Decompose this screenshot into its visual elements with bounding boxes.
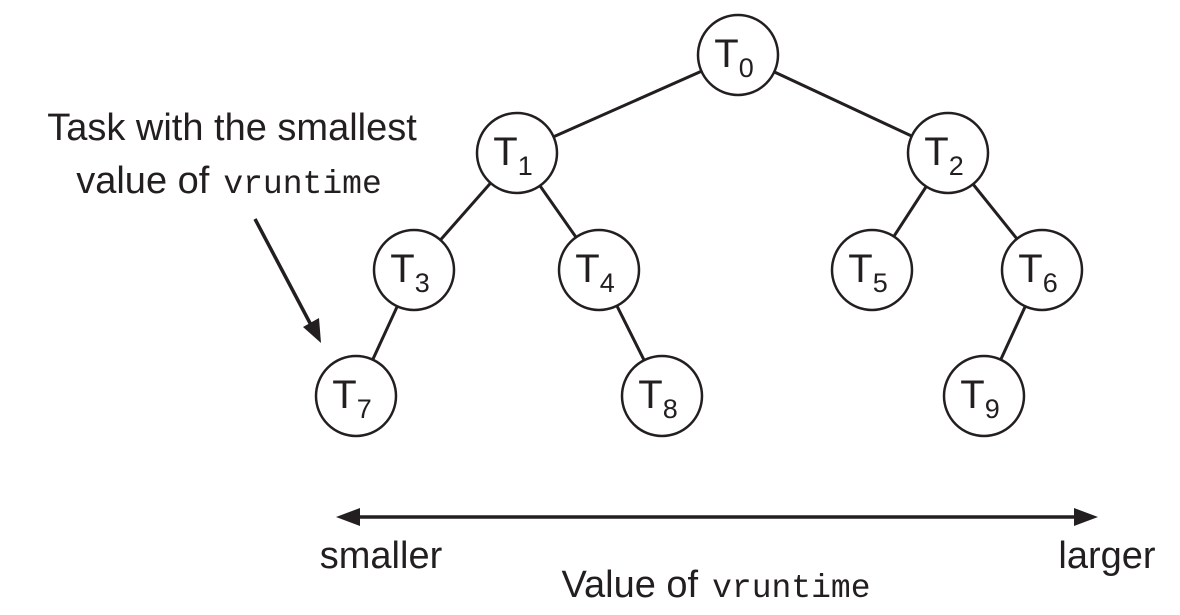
node-letter: T [1018, 247, 1042, 291]
node-label: T1 [493, 130, 532, 181]
node-t9: T9 [942, 354, 1026, 438]
node-letter: T [493, 130, 517, 174]
node-label: T8 [638, 373, 677, 424]
node-label: T9 [960, 373, 999, 424]
smallest-task-callout: Task with the smallest value of vruntime [47, 107, 417, 203]
node-circle [906, 111, 990, 195]
node-subscript: 8 [663, 394, 678, 424]
node-label: T4 [575, 247, 614, 298]
callout-line-2: value of vruntime [76, 160, 382, 203]
node-subscript: 9 [985, 394, 1000, 424]
node-letter: T [638, 373, 662, 417]
node-label: T7 [332, 373, 371, 424]
node-t5: T5 [830, 228, 914, 312]
callout-line-2-code: vruntime [223, 166, 381, 203]
node-letter: T [390, 247, 414, 291]
vruntime-axis [336, 508, 1098, 526]
node-t1: T1 [475, 111, 559, 195]
axis-caption-code: vruntime [712, 570, 870, 607]
node-t7: T7 [314, 354, 398, 438]
node-subscript: 2 [949, 151, 964, 181]
node-circle [314, 354, 398, 438]
axis-caption-prefix: Value of [561, 564, 698, 606]
node-circle [475, 111, 559, 195]
callout-line-1: Task with the smallest [47, 107, 417, 149]
axis-caption: Value of vruntime [561, 564, 870, 607]
node-label: T2 [924, 130, 963, 181]
node-t4: T4 [557, 228, 641, 312]
callout-arrow [253, 218, 321, 343]
callout-arrow-head [303, 318, 321, 343]
node-letter: T [714, 32, 738, 76]
node-label: T0 [714, 32, 753, 83]
node-t2: T2 [906, 111, 990, 195]
node-subscript: 3 [415, 268, 430, 298]
axis-right-arrowhead [1074, 508, 1098, 526]
tree-edges [354, 53, 1044, 397]
node-circle [372, 228, 456, 312]
node-letter: T [575, 247, 599, 291]
node-label: T6 [1018, 247, 1057, 298]
node-t3: T3 [372, 228, 456, 312]
axis-left-arrowhead [336, 508, 360, 526]
node-circle [830, 228, 914, 312]
node-t0: T0 [696, 13, 780, 97]
node-subscript: 7 [357, 394, 372, 424]
node-label: T3 [390, 247, 429, 298]
node-circle [696, 13, 780, 97]
node-letter: T [924, 130, 948, 174]
axis-label-smaller: smaller [320, 535, 443, 577]
node-subscript: 1 [518, 151, 533, 181]
node-subscript: 6 [1043, 268, 1058, 298]
node-subscript: 5 [873, 268, 888, 298]
node-circle [1000, 228, 1084, 312]
callout-line-2-prefix: value of [76, 160, 210, 202]
node-label: T5 [848, 247, 887, 298]
node-circle [942, 354, 1026, 438]
node-circle [557, 228, 641, 312]
callout-arrow-shaft [253, 218, 313, 326]
node-letter: T [960, 373, 984, 417]
node-subscript: 4 [600, 268, 615, 298]
node-letter: T [332, 373, 356, 417]
node-subscript: 0 [739, 53, 754, 83]
node-t8: T8 [620, 354, 704, 438]
node-circle [620, 354, 704, 438]
node-t6: T6 [1000, 228, 1084, 312]
axis-label-larger: larger [1058, 535, 1155, 577]
node-letter: T [848, 247, 872, 291]
